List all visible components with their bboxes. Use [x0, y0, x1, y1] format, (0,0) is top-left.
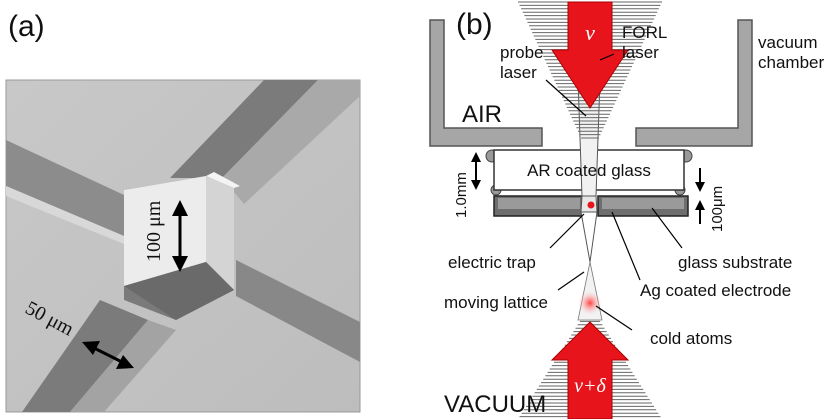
gap-100um-label: 100μm: [709, 186, 726, 232]
gap-1mm-arrow: [471, 152, 481, 190]
electric-trap-label: electric trap: [448, 253, 536, 272]
moving-lattice-label: moving lattice: [444, 293, 548, 312]
cold-atoms-cloud: [578, 291, 602, 315]
gap-100um-arrow: [695, 168, 705, 224]
forl-laser-label: FORL laser: [622, 23, 671, 62]
ag-electrode-label: Ag coated electrode: [640, 281, 791, 300]
ar-glass-label: AR coated glass: [527, 161, 651, 180]
glass-substrate: [493, 195, 689, 217]
pointer-lines: [545, 53, 683, 331]
glass-substrate-label: glass substrate: [678, 253, 792, 272]
dim-height-label: 100 μm: [143, 200, 165, 262]
cold-atoms-label: cold atoms: [650, 329, 732, 348]
dimension-arrow-height: [172, 200, 188, 272]
sem-micrograph: [5, 79, 361, 413]
gap-1mm-label: 1.0mm: [453, 172, 470, 218]
vacuum-label: VACUUM: [444, 391, 546, 418]
forl-beam-top: [551, 1, 629, 109]
forl-beam-bottom: [550, 321, 630, 419]
vacuum-chamber-walls: [429, 19, 753, 147]
air-label: AIR: [462, 101, 502, 128]
beam-bottom-label: ν+δ: [574, 375, 606, 397]
beam-top-label: ν: [585, 20, 595, 45]
trapped-atom: [587, 201, 595, 209]
dimension-arrow-width: [82, 341, 134, 369]
vacuum-chamber-label: vacuum chamber: [758, 33, 824, 72]
probe-laser-label: probe laser: [500, 43, 548, 82]
panel-b-label: (b): [456, 8, 493, 41]
panel-a-label: (a): [8, 10, 45, 43]
